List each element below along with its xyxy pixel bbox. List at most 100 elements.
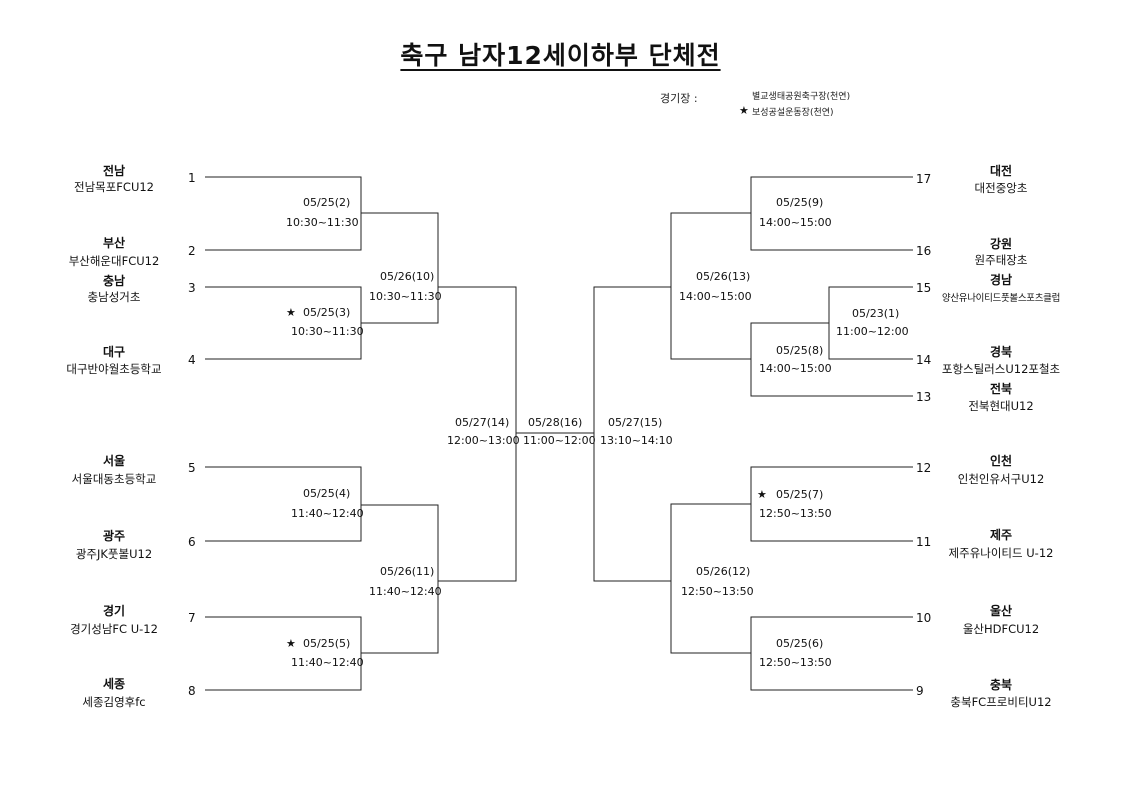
bracket-line-m8 xyxy=(750,322,913,397)
match-time: 11:40~12:40 xyxy=(291,507,364,520)
team-seed: 16 xyxy=(916,244,932,258)
team-name: 충북FC프로비티U12 xyxy=(950,695,1052,709)
match-time: 10:30~11:30 xyxy=(369,290,442,303)
match-date: 05/26(11) xyxy=(380,565,435,578)
venue-label: 경기장 : xyxy=(660,92,698,105)
team-name: 전북현대U12 xyxy=(968,399,1034,413)
match-date: 05/25(3) xyxy=(303,306,351,319)
team-region: 대구 xyxy=(102,345,126,359)
team-region: 광주 xyxy=(102,529,126,543)
bracket-line-m14 xyxy=(438,286,517,582)
team-name: 전남목포FCU12 xyxy=(73,180,154,194)
match-date: 05/26(13) xyxy=(696,270,751,283)
match-date: 05/28(16) xyxy=(528,416,583,429)
match-time: 11:40~12:40 xyxy=(291,656,364,669)
star-icon: ★ xyxy=(757,488,767,501)
team-name: 부산해운대FCU12 xyxy=(68,254,160,268)
star-icon: ★ xyxy=(286,637,296,650)
team-region: 인천 xyxy=(989,454,1013,468)
bracket-line-m4 xyxy=(205,466,362,542)
match-date: 05/27(14) xyxy=(455,416,510,429)
match-time: 13:10~14:10 xyxy=(600,434,673,447)
page-title: 축구 남자12세이하부 단체전 xyxy=(400,41,721,70)
team-name: 인천인유서구U12 xyxy=(957,472,1045,486)
team-name: 경기성남FC U-12 xyxy=(70,622,158,636)
team-region: 경기 xyxy=(102,604,126,618)
team-name: 세종김영후fc xyxy=(82,695,146,709)
team-name: 원주태장초 xyxy=(974,253,1028,267)
team-name: 광주JK풋볼U12 xyxy=(75,547,153,561)
match-time: 11:00~12:00 xyxy=(836,325,909,338)
team-region: 제주 xyxy=(989,528,1013,542)
star-icon: ★ xyxy=(739,104,749,117)
bracket-line-m11 xyxy=(361,504,439,654)
team-name: 서울대동초등학교 xyxy=(71,472,157,486)
team-region: 대전 xyxy=(989,164,1013,178)
match-time: 14:00~15:00 xyxy=(759,362,832,375)
bracket-line-m7 xyxy=(750,466,913,542)
team-region: 충북 xyxy=(989,678,1013,692)
team-seed: 12 xyxy=(916,461,932,475)
team-seed: 9 xyxy=(916,684,924,698)
team-region: 세종 xyxy=(102,677,126,691)
team-seed: 3 xyxy=(188,281,196,295)
team-seed: 7 xyxy=(188,611,196,625)
team-region: 전북 xyxy=(989,382,1013,396)
team-name: 양산유나이티드풋볼스포츠클럽 xyxy=(941,293,1061,304)
match-date: 05/25(2) xyxy=(303,196,351,209)
match-time: 12:50~13:50 xyxy=(681,585,754,598)
team-name: 충남성거초 xyxy=(87,290,141,304)
venue-item-1: 별교생태공원축구장(천연) xyxy=(752,92,851,102)
match-date: 05/25(4) xyxy=(303,487,351,500)
match-time: 12:00~13:00 xyxy=(447,434,520,447)
match-time: 10:30~11:30 xyxy=(286,216,359,229)
team-seed: 4 xyxy=(188,353,196,367)
team-seed: 2 xyxy=(188,244,196,258)
team-seed: 13 xyxy=(916,390,932,404)
team-region: 경남 xyxy=(989,273,1013,287)
venue-item-2: 보성공설운동장(천연) xyxy=(752,108,834,118)
match-date: 05/26(10) xyxy=(380,270,435,283)
bracket-line-m2 xyxy=(205,176,362,251)
match-date: 05/25(8) xyxy=(776,344,824,357)
match-date: 05/25(7) xyxy=(776,488,824,501)
team-region: 울산 xyxy=(989,604,1013,618)
bracket-line-m12 xyxy=(670,503,751,654)
bracket-line-m9 xyxy=(750,176,913,251)
team-seed: 11 xyxy=(916,535,932,549)
team-seed: 14 xyxy=(916,353,932,367)
team-seed: 1 xyxy=(188,171,196,185)
team-seed: 17 xyxy=(916,172,932,186)
team-region: 경북 xyxy=(989,345,1013,359)
bracket-line-m1 xyxy=(828,286,913,360)
star-icon: ★ xyxy=(286,306,296,319)
match-date: 05/25(5) xyxy=(303,637,351,650)
match-date: 05/25(9) xyxy=(776,196,824,209)
team-region: 서울 xyxy=(102,454,126,468)
team-name: 제주유나이티드 U-12 xyxy=(948,546,1054,560)
team-region: 전남 xyxy=(102,164,126,178)
match-time: 14:00~15:00 xyxy=(759,216,832,229)
match-time: 14:00~15:00 xyxy=(679,290,752,303)
bracket-line-m13 xyxy=(670,212,751,360)
match-time: 10:30~11:30 xyxy=(291,325,364,338)
team-seed: 10 xyxy=(916,611,932,625)
team-name: 대전중앙초 xyxy=(974,181,1028,195)
bracket-line-m15 xyxy=(593,286,671,582)
match-date: 05/25(6) xyxy=(776,637,824,650)
bracket-line-m6 xyxy=(750,616,913,691)
match-time: 12:50~13:50 xyxy=(759,656,832,669)
match-time: 11:40~12:40 xyxy=(369,585,442,598)
match-date: 05/23(1) xyxy=(852,307,900,320)
team-seed: 6 xyxy=(188,535,196,549)
match-date: 05/26(12) xyxy=(696,565,751,578)
team-name: 울산HDFCU12 xyxy=(962,622,1040,636)
team-name: 대구반야월초등학교 xyxy=(66,362,162,376)
match-date: 05/27(15) xyxy=(608,416,663,429)
match-time: 12:50~13:50 xyxy=(759,507,832,520)
team-region: 강원 xyxy=(989,237,1013,251)
team-seed: 15 xyxy=(916,281,932,295)
bracket-line-m3 xyxy=(205,286,362,360)
bracket-line-m10 xyxy=(361,212,439,324)
